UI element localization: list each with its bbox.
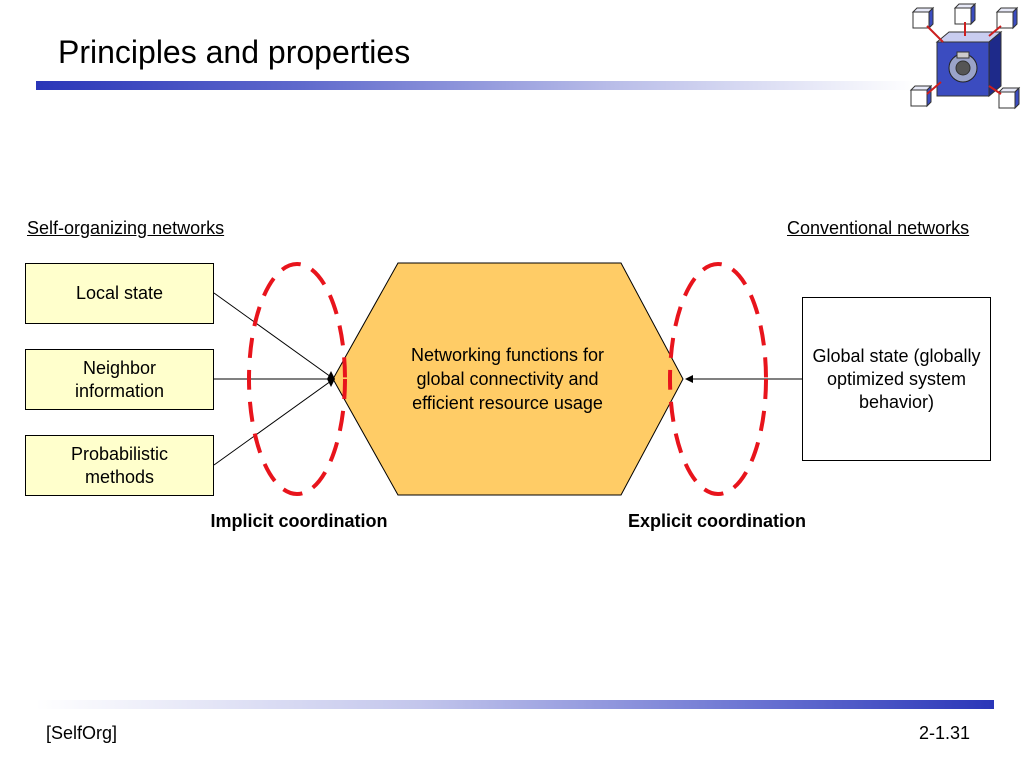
neighbor-information-box: Neighbor information — [25, 349, 214, 410]
slide-number: 2-1.31 — [918, 723, 970, 743]
logo-cube-tm — [953, 2, 977, 26]
global-state-label: Global state (globally optimized system … — [812, 345, 981, 412]
self-organizing-networks-heading: Self-organizing networks — [27, 218, 225, 238]
logo-cube-tl — [911, 6, 935, 30]
implicit-coordination-ellipse — [247, 262, 347, 496]
implicit-coordination-label: Implicit coordination — [210, 511, 388, 531]
global-state-box: Global state (globally optimized system … — [802, 297, 991, 461]
footer-bar — [36, 700, 994, 709]
logo-cube-br — [997, 86, 1021, 110]
local-state-label: Local state — [75, 283, 164, 303]
junction-diamond — [327, 371, 335, 387]
logo-cube-main — [935, 30, 1003, 98]
neighbor-information-label: Neighbor information — [74, 357, 165, 401]
title-underline-bar — [36, 81, 916, 90]
slide-title: Principles and properties — [58, 34, 411, 70]
connector-local-state — [213, 292, 332, 378]
selforg-logo-icon — [909, 2, 1021, 110]
probabilistic-methods-label: Probabilistic methods — [70, 443, 169, 487]
probabilistic-methods-box: Probabilistic methods — [25, 435, 214, 496]
logo-cube-bl — [909, 84, 933, 108]
explicit-coordination-label: Explicit coordination — [627, 511, 806, 531]
logo-cube-tr — [995, 6, 1019, 30]
footer-source-label: [SelfOrg] — [46, 723, 118, 743]
conventional-networks-heading: Conventional networks — [787, 218, 970, 238]
networking-functions-label: Networking functions for global connecti… — [410, 345, 605, 413]
connector-probabilistic — [213, 380, 332, 466]
local-state-box: Local state — [25, 263, 214, 324]
explicit-coordination-ellipse — [668, 262, 768, 496]
